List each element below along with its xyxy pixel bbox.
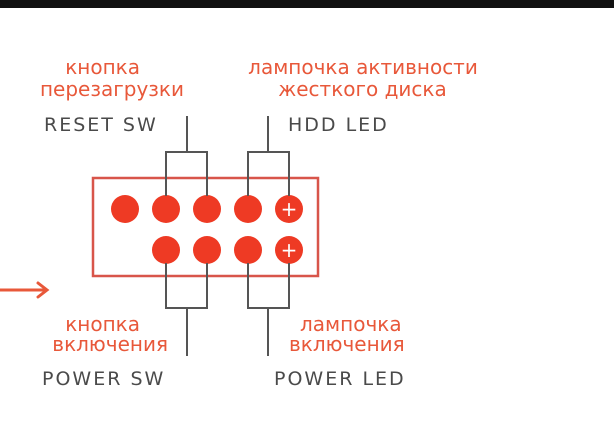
hdd-led-label-ru-line1: лампочка активности (248, 55, 478, 79)
power-led-label-ru-line2: включения (289, 332, 405, 356)
pin-top-3 (193, 195, 221, 223)
reset-sw-connector-lines (165, 116, 208, 196)
pin-header-outline (91, 176, 320, 278)
plus-icon-top: + (281, 197, 298, 221)
pin-top-5-plus (275, 195, 303, 223)
top-dark-bar (0, 0, 614, 8)
pin-top-1 (111, 195, 139, 223)
hdd-led-label-ru-line2: жесткого диска (278, 77, 447, 101)
pin-bottom-3 (193, 236, 221, 264)
reset-sw-label-ru-line2: перезагрузки (39, 77, 184, 101)
power-sw-label-ru-line1: кнопка (65, 312, 140, 336)
reset-sw-label-ru-line1: кнопка (65, 55, 140, 79)
power-sw-label-ru-line2: включения (52, 332, 168, 356)
power-sw-label-en: POWER SW (42, 368, 166, 390)
pin-top-4 (234, 195, 262, 223)
power-led-label-en: POWER LED (274, 368, 406, 390)
pin-bottom-2 (152, 236, 180, 264)
reset-sw-label-en: RESET SW (44, 114, 158, 136)
pin-top-2 (152, 195, 180, 223)
pin-bottom-4 (234, 236, 262, 264)
right-arrow-icon (0, 281, 50, 299)
plus-icon-bottom: + (281, 238, 298, 262)
hdd-led-label-en: HDD LED (288, 114, 389, 136)
hdd-led-connector-lines (247, 116, 290, 196)
pin-bottom-5-plus (275, 236, 303, 264)
power-led-connector-lines (247, 263, 290, 356)
power-led-label-ru-line1: лампочка (300, 312, 402, 336)
power-sw-connector-lines (165, 263, 208, 356)
